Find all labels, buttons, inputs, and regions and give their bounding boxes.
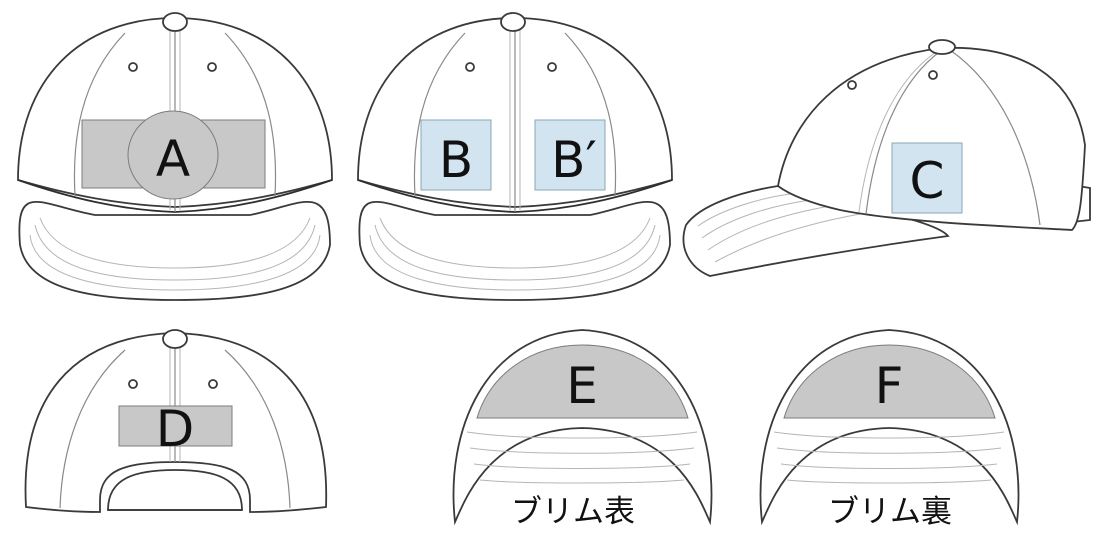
zone-label-c: C <box>910 152 945 210</box>
print-area-e <box>476 344 689 419</box>
zone-label-d: D <box>156 400 195 458</box>
zone-label-b: B <box>439 131 473 189</box>
print-area-d <box>118 405 233 447</box>
zone-label-e: E <box>566 357 598 415</box>
side-view-cap: C <box>682 39 1091 277</box>
brim-underside-view: F ブリム裏 <box>759 329 1020 530</box>
print-area-b <box>420 119 492 191</box>
zone-label-b-prime: B′ <box>551 131 597 189</box>
zone-label-a: A <box>156 130 190 188</box>
front-view-cap: A <box>17 12 333 301</box>
print-area-f <box>783 344 996 419</box>
brim-top-view: E ブリム表 <box>452 329 713 530</box>
caption-brim-under: ブリム裏 <box>828 494 952 530</box>
back-view-cap: D <box>24 329 328 513</box>
zone-label-f: F <box>875 357 904 415</box>
front-view-cap-split: B B′ <box>357 12 673 301</box>
print-area-c <box>891 142 963 214</box>
caption-brim-top: ブリム表 <box>511 494 635 530</box>
print-area-b-prime <box>534 119 606 191</box>
